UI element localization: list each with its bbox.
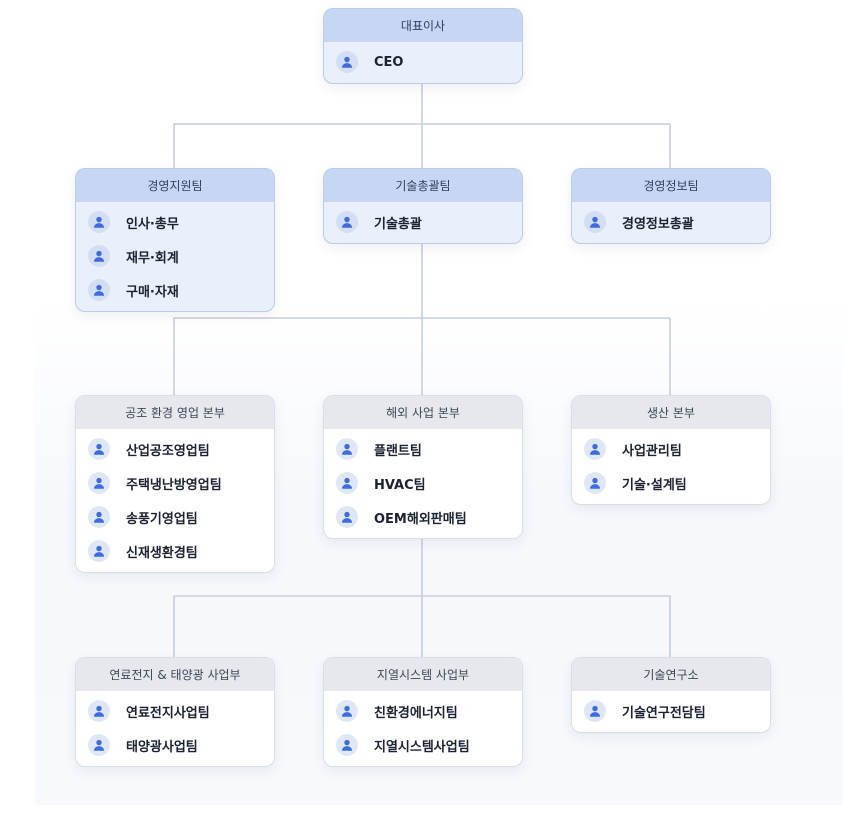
person-icon	[88, 211, 110, 233]
box-title: 경영정보팀	[572, 169, 770, 202]
team-box-tech-general: 기술총괄팀 기술총괄	[323, 168, 523, 244]
box-title: 공조 환경 영업 본부	[76, 396, 274, 429]
division-box-overseas: 해외 사업 본부 플랜트팀 HVAC팀 OEM해외판매팀	[323, 395, 523, 539]
member-row: 지열시스템사업팀	[324, 728, 522, 762]
member-label: 지열시스템사업팀	[374, 739, 470, 755]
member-label: 친환경에너지팀	[374, 705, 458, 721]
member-row: 신재생환경팀	[76, 534, 274, 568]
person-icon	[584, 472, 606, 494]
member-label: 플랜트팀	[374, 443, 422, 459]
person-icon	[336, 211, 358, 233]
person-icon	[584, 211, 606, 233]
member-label: 기술·설계팀	[622, 477, 687, 493]
member-label: 경영정보총괄	[622, 216, 694, 232]
member-row: 친환경에너지팀	[324, 694, 522, 728]
connector-teams-divisions	[173, 241, 671, 395]
unit-box-rnd-center: 기술연구소 기술연구전담팀	[571, 657, 771, 733]
box-title: 연료전지 & 태양광 사업부	[76, 658, 274, 691]
person-icon	[336, 51, 358, 73]
person-icon	[88, 438, 110, 460]
member-row: 연료전지사업팀	[76, 694, 274, 728]
member-label: 태양광사업팀	[126, 739, 198, 755]
box-title: 대표이사	[324, 9, 522, 42]
person-icon	[88, 734, 110, 756]
person-icon	[88, 245, 110, 267]
member-row: 송풍기영업팀	[76, 500, 274, 534]
box-title: 해외 사업 본부	[324, 396, 522, 429]
person-icon	[336, 506, 358, 528]
member-row: 인사·총무	[76, 205, 274, 239]
person-icon	[88, 540, 110, 562]
person-icon	[336, 472, 358, 494]
member-label: 재무·회계	[126, 250, 179, 266]
member-row: CEO	[324, 45, 522, 79]
member-label: OEM해외판매팀	[374, 511, 467, 527]
person-icon	[584, 700, 606, 722]
box-title: 기술총괄팀	[324, 169, 522, 202]
member-row: OEM해외판매팀	[324, 500, 522, 534]
member-label: 인사·총무	[126, 216, 179, 232]
box-title: 지열시스템 사업부	[324, 658, 522, 691]
member-row: 태양광사업팀	[76, 728, 274, 762]
person-icon	[336, 438, 358, 460]
team-box-management-info: 경영정보팀 경영정보총괄	[571, 168, 771, 244]
person-icon	[336, 734, 358, 756]
connector-divisions-units	[173, 537, 671, 657]
person-icon	[88, 279, 110, 301]
member-row: 경영정보총괄	[572, 205, 770, 239]
box-title: 생산 본부	[572, 396, 770, 429]
connector-ceo-teams	[173, 82, 671, 168]
person-icon	[336, 700, 358, 722]
member-label: 구매·자재	[126, 284, 179, 300]
person-icon	[584, 438, 606, 460]
member-label: CEO	[374, 54, 404, 70]
member-label: 산업공조영업팀	[126, 443, 210, 459]
member-label: 기술연구전담팀	[622, 705, 706, 721]
member-label: 연료전지사업팀	[126, 705, 210, 721]
member-row: 플랜트팀	[324, 432, 522, 466]
member-row: 산업공조영업팀	[76, 432, 274, 466]
member-label: 송풍기영업팀	[126, 511, 198, 527]
person-icon	[88, 472, 110, 494]
member-row: 기술·설계팀	[572, 466, 770, 500]
person-icon	[88, 700, 110, 722]
member-label: 신재생환경팀	[126, 545, 198, 561]
member-label: HVAC팀	[374, 477, 426, 493]
box-title: 기술연구소	[572, 658, 770, 691]
box-title: 경영지원팀	[76, 169, 274, 202]
member-label: 기술총괄	[374, 216, 422, 232]
member-row: 재무·회계	[76, 239, 274, 273]
person-icon	[88, 506, 110, 528]
member-row: 주택냉난방영업팀	[76, 466, 274, 500]
member-row: 사업관리팀	[572, 432, 770, 466]
member-row: 기술연구전담팀	[572, 694, 770, 728]
member-row: 기술총괄	[324, 205, 522, 239]
member-label: 주택냉난방영업팀	[126, 477, 222, 493]
ceo-box: 대표이사 CEO	[323, 8, 523, 84]
member-label: 사업관리팀	[622, 443, 682, 459]
member-row: HVAC팀	[324, 466, 522, 500]
member-row: 구매·자재	[76, 273, 274, 307]
